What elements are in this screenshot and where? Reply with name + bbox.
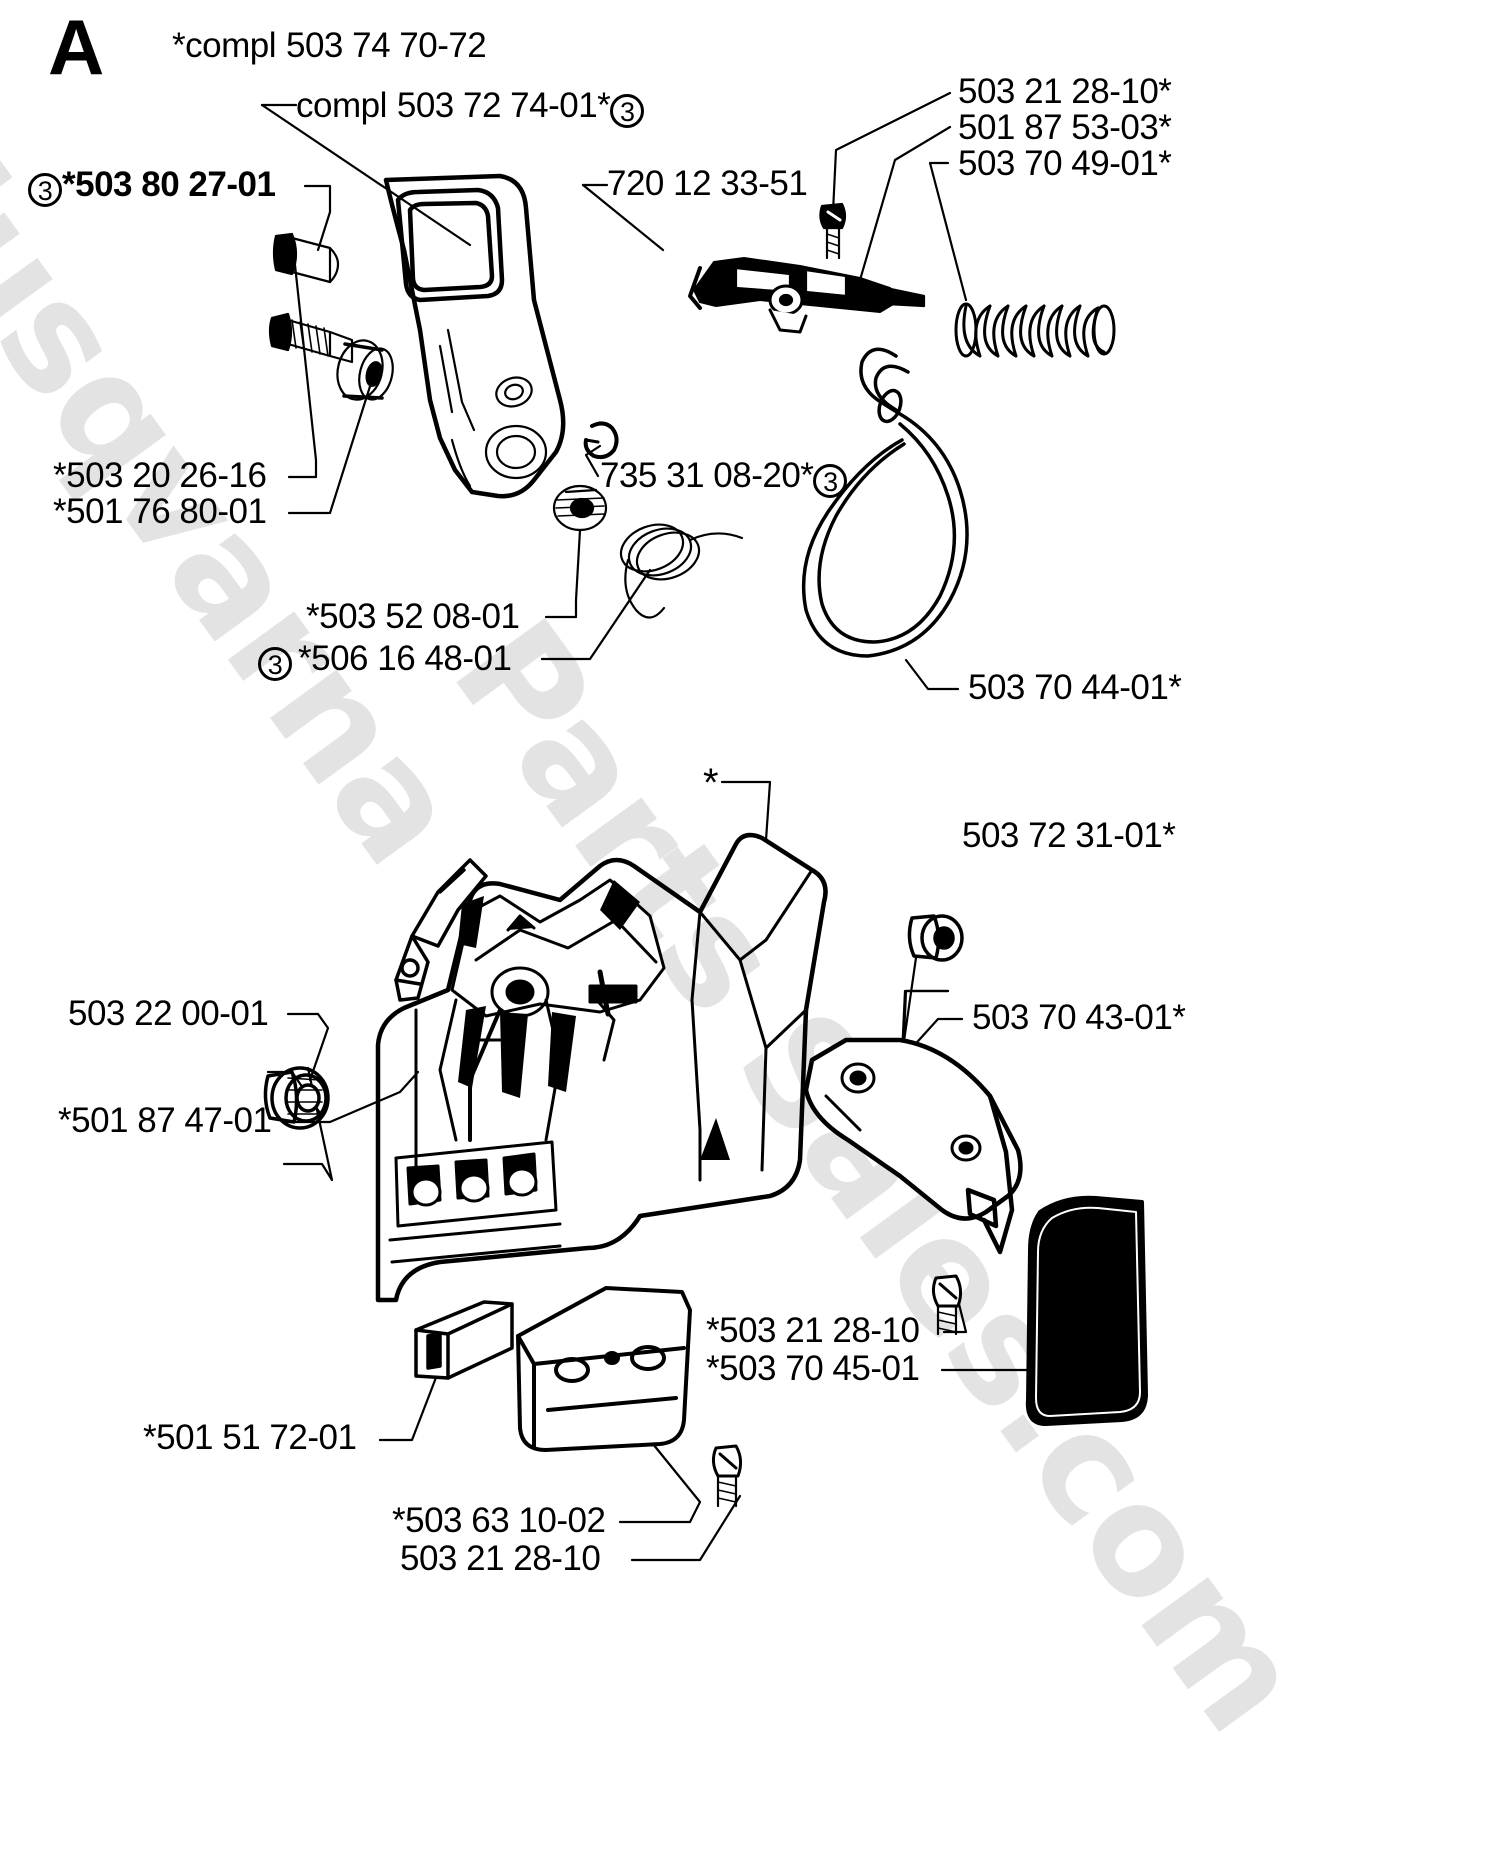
qty-badge-3: 3 xyxy=(813,464,848,498)
cover-vent-slots xyxy=(388,1118,730,1264)
torsion-spring-part xyxy=(619,523,744,619)
cover-nut-part xyxy=(907,914,964,962)
label-compl-top-number: 503 74 70-72 xyxy=(285,26,487,65)
leader-torsion-spring xyxy=(540,568,652,661)
label-clip-small: *501 87 47-01 xyxy=(58,1101,272,1140)
brake-linkage-assembly xyxy=(414,878,666,1172)
small-clip-part xyxy=(394,858,488,1002)
lever-mechanism-part xyxy=(688,257,926,334)
label-bolt-long: *503 20 26-16 xyxy=(53,456,267,495)
insert-strip-part xyxy=(414,1300,514,1380)
label-screw-mid: *503 21 28-10 xyxy=(706,1311,920,1350)
leader-bumper-spike xyxy=(908,1017,964,1052)
screw-lower-part xyxy=(711,1444,743,1508)
screw-top-part xyxy=(819,202,847,260)
label-asterisk-only: * xyxy=(703,761,719,805)
qty-badge-3: 3 xyxy=(28,173,62,207)
label-spring-coil: 503 70 49-01* xyxy=(958,144,1172,183)
screw-mid-part xyxy=(931,1274,963,1336)
bolt-short-part xyxy=(268,312,354,364)
label-screw-top: 503 21 28-10* xyxy=(958,72,1172,111)
brake-band-part xyxy=(801,347,969,658)
cover-shadow-accents xyxy=(458,880,640,1098)
knurled-knob-part xyxy=(552,484,608,532)
label-bolt-short: *501 76 80-01 xyxy=(53,492,267,531)
coil-spring-part xyxy=(954,302,1116,358)
label-lever-mech: 501 87 53-03* xyxy=(958,108,1172,147)
label-knob-washer: *503 52 08-01 xyxy=(306,597,520,636)
label-torsion-spring: 3*506 16 48-01 xyxy=(258,639,512,681)
label-cover-inner: 503 72 31-01* xyxy=(962,816,1176,855)
label-circlip-number: 735 31 08-20* xyxy=(600,456,814,495)
label-brake-handle: 3*503 80 27-01 xyxy=(28,165,276,207)
bumper-bracket-part xyxy=(803,1037,1023,1255)
guard-pad-part xyxy=(1025,1195,1148,1426)
circlip-part xyxy=(583,421,619,460)
lower-plate-part xyxy=(516,1286,692,1452)
leader-plate-lower xyxy=(618,1426,702,1524)
leader-lever-mech xyxy=(858,125,952,282)
leader-screw-lower xyxy=(630,1494,742,1562)
label-nut-flange: 503 22 00-01 xyxy=(68,994,269,1033)
leader-brake-handle xyxy=(303,184,332,252)
label-screw-lower: 503 21 28-10 xyxy=(400,1539,601,1578)
bolt-long-part xyxy=(272,232,340,284)
brake-handle-body xyxy=(383,173,566,499)
leader-spring-coil xyxy=(928,161,968,302)
label-bumper-spike-plate: 503 70 43-01* xyxy=(972,998,1186,1037)
label-guard-pad: *503 70 45-01 xyxy=(706,1349,920,1388)
label-compl-second-number: 503 72 74-01* xyxy=(396,86,611,125)
qty-badge-3: 3 xyxy=(610,94,645,128)
label-link-pin: 720 12 33-51 xyxy=(607,164,808,203)
bushing-part xyxy=(336,339,394,401)
leader-bolt-long xyxy=(287,263,318,479)
leader-insert-strip xyxy=(378,1360,444,1442)
leader-knob-washer xyxy=(544,528,582,619)
leader-bolt-short xyxy=(287,378,374,515)
leader-circlip xyxy=(584,444,602,478)
label-insert-strip: *501 51 72-01 xyxy=(143,1418,357,1457)
label-compl-top-prefix: *compl xyxy=(172,26,276,65)
section-letter: A xyxy=(48,3,105,91)
qty-badge-3: 3 xyxy=(258,647,292,681)
leader-nut-flange xyxy=(286,1012,330,1082)
label-torsion-spring-number: *506 16 48-01 xyxy=(298,639,512,678)
label-circlip: 735 31 08-20*3 xyxy=(600,456,848,498)
leader-asterisk xyxy=(720,780,772,842)
label-brake-band: 503 70 44-01* xyxy=(968,668,1182,707)
leader-screw-top xyxy=(831,91,952,214)
flange-nut-part xyxy=(263,1066,330,1130)
label-brake-handle-number: *503 80 27-01 xyxy=(62,165,276,204)
label-plate-lower: *503 63 10-02 xyxy=(392,1501,606,1540)
leader-brake-band xyxy=(904,658,960,691)
label-compl-second-prefix: compl xyxy=(296,86,387,125)
